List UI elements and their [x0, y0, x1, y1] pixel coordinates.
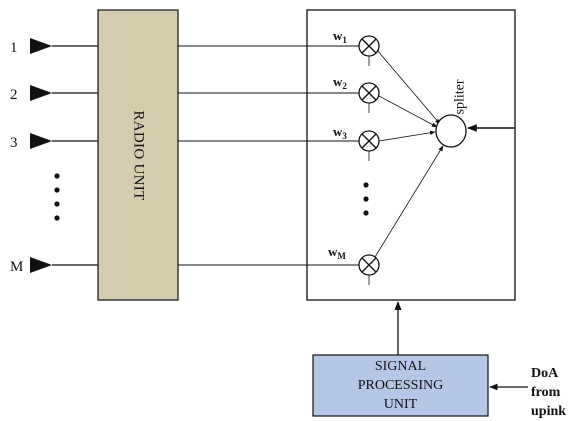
input-label-2: 2	[10, 87, 18, 103]
multiplier-1	[358, 35, 380, 66]
multiplier-M	[358, 254, 380, 285]
input-arrow-M	[30, 257, 52, 273]
input-label-M: M	[10, 259, 23, 275]
weight-label-2: w2	[333, 74, 347, 91]
weight-label-M: wM	[328, 244, 346, 261]
doa-label: DoA from upink	[531, 364, 573, 421]
input-ellipsis-dots	[54, 173, 60, 221]
multiplier-to-splitter-arrows	[374, 49, 444, 258]
input-label-3: 3	[10, 135, 18, 151]
input-arrow-2	[30, 85, 52, 101]
signal-processing-box	[312, 354, 489, 417]
multiplier-ellipsis-dots	[363, 182, 369, 216]
input-ports: 1 2 3 M	[10, 38, 98, 275]
multiplier-3	[358, 130, 380, 161]
input-arrow-3	[30, 133, 52, 149]
radio-to-weight-lines	[178, 45, 359, 266]
radio-unit-box	[97, 9, 179, 301]
weight-labels: w1 w2 w3 wM	[328, 28, 347, 261]
doa-line-2: from	[531, 385, 561, 400]
weight-label-3: w3	[333, 124, 347, 141]
weight-label-1: w1	[333, 28, 347, 45]
splitter-circle	[435, 114, 467, 148]
beamforming-box	[306, 9, 516, 301]
multiplier-2	[358, 82, 380, 113]
doa-line-3: upink	[531, 404, 567, 419]
input-arrow-1	[30, 38, 52, 54]
weight-multipliers	[358, 35, 380, 285]
doa-line-1: DoA	[531, 366, 559, 381]
input-label-1: 1	[10, 40, 18, 56]
